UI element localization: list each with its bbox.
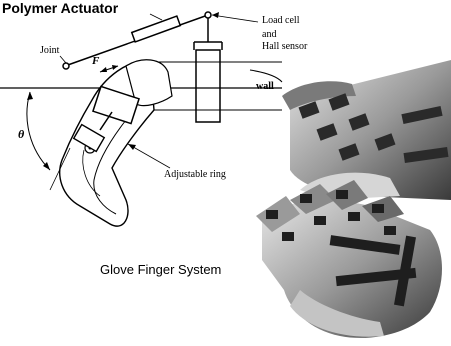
glove-photo-top: [282, 60, 451, 200]
load-cell-label-1: Load cell: [262, 16, 299, 26]
load-cell-label-3: Hall sensor: [262, 42, 307, 52]
load-cell-label-2: and: [262, 30, 276, 40]
joint-label: Joint: [40, 46, 59, 56]
title-label: Polymer Actuator: [2, 1, 118, 15]
adjustable-ring-label: Adjustable ring: [164, 170, 226, 180]
glove-caption: Glove Finger System: [100, 263, 221, 276]
glove-photo-bottom: [256, 180, 442, 338]
wall-label: wall: [256, 82, 274, 92]
theta-label: θ: [18, 128, 24, 140]
force-label: F: [92, 56, 99, 67]
